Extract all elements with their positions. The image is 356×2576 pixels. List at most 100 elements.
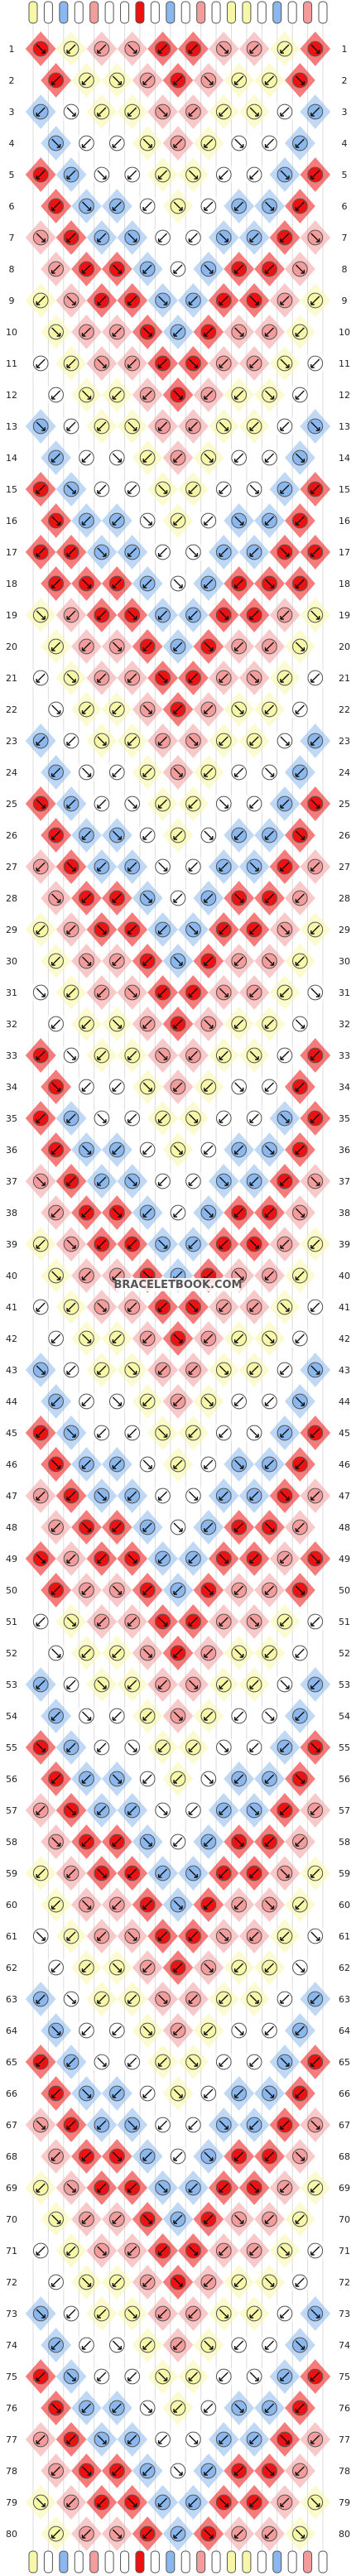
- knot-arrow-icon: [188, 925, 199, 935]
- knot-arrow-icon: [264, 75, 275, 85]
- row-number-left: 73: [6, 2309, 17, 2319]
- knot-arrow-icon: [188, 1491, 199, 1501]
- knot-arrow-icon: [157, 988, 168, 997]
- row-number-left: 21: [6, 673, 17, 684]
- knot-arrow-icon: [219, 736, 229, 746]
- row-number-left: 12: [6, 390, 17, 401]
- knot-arrow-icon: [66, 2183, 76, 2193]
- knot-arrow-icon: [36, 1680, 46, 1689]
- knot-arrow-icon: [157, 170, 168, 180]
- knot-arrow-icon: [280, 736, 290, 746]
- knot-arrow-icon: [127, 547, 137, 557]
- row-number-right: 75: [339, 2372, 350, 2382]
- knot-arrow-icon: [66, 170, 76, 180]
- knot-arrow-icon: [112, 75, 123, 85]
- knot-arrow-icon: [81, 579, 92, 589]
- knot-arrow-icon: [36, 1994, 46, 2004]
- knot-arrow-icon: [204, 704, 214, 714]
- knot-arrow-icon: [173, 1334, 183, 1343]
- knot-arrow-icon: [112, 1522, 122, 1532]
- row-number-right: 55: [339, 1742, 350, 1753]
- knot-arrow-icon: [66, 988, 76, 997]
- bottom-strand-end: [166, 2550, 176, 2574]
- knot-arrow-icon: [219, 1805, 229, 1815]
- knot-arrow-icon: [310, 1554, 320, 1564]
- row-number-left: 68: [6, 2151, 17, 2162]
- knot-arrow-icon: [310, 2372, 320, 2381]
- knot-arrow-icon: [81, 2340, 91, 2350]
- knot-arrow-icon: [219, 862, 229, 872]
- row-number-right: 47: [339, 1491, 350, 1502]
- knot-arrow-icon: [51, 1711, 61, 1721]
- row-number-left: 64: [6, 2026, 17, 2036]
- bottom-strand-end: [89, 2550, 99, 2574]
- knot-arrow-icon: [66, 2057, 76, 2067]
- knot-arrow-icon: [142, 2529, 152, 2539]
- knot-arrow-icon: [127, 1554, 137, 1564]
- knot-arrow-icon: [188, 44, 198, 54]
- top-strand-end: [166, 1, 176, 24]
- knot-arrow-icon: [142, 2403, 152, 2413]
- knot-arrow-icon: [188, 358, 199, 368]
- row-number-right: 1: [342, 44, 348, 55]
- knot-arrow-icon: [97, 1805, 107, 1815]
- knot-arrow-icon: [142, 390, 152, 400]
- knot-arrow-icon: [66, 2434, 76, 2444]
- knot-arrow-icon: [36, 1491, 46, 1501]
- knot-arrow-icon: [36, 1365, 46, 1375]
- knot-arrow-icon: [204, 1711, 214, 1721]
- row-number-right: 63: [339, 1994, 350, 2005]
- knot-arrow-icon: [66, 862, 76, 872]
- knot-arrow-icon: [310, 925, 320, 935]
- knot-arrow-icon: [204, 2026, 214, 2035]
- row-number-left: 17: [6, 547, 17, 558]
- row-number-left: 34: [6, 1082, 17, 1093]
- knot-arrow-icon: [127, 1994, 137, 2004]
- row-number-right: 51: [339, 1617, 350, 1627]
- knot-arrow-icon: [219, 2183, 229, 2193]
- knot-arrow-icon: [66, 296, 76, 305]
- knot-arrow-icon: [112, 138, 122, 148]
- knot-arrow-icon: [97, 610, 107, 620]
- knot-arrow-icon: [188, 1868, 199, 1878]
- knot-arrow-icon: [51, 956, 61, 966]
- knot-arrow-icon: [233, 390, 244, 400]
- knot-arrow-icon: [249, 1239, 259, 1249]
- knot-arrow-icon: [310, 547, 320, 557]
- knot-arrow-icon: [66, 799, 76, 809]
- knot-arrow-icon: [66, 1428, 76, 1438]
- knot-arrow-icon: [265, 2466, 275, 2476]
- knot-arrow-icon: [249, 107, 259, 117]
- row-number-left: 80: [6, 2529, 17, 2540]
- knot-arrow-icon: [249, 610, 259, 620]
- knot-arrow-icon: [310, 1050, 320, 1060]
- knot-arrow-icon: [157, 925, 168, 935]
- knot-arrow-icon: [233, 1774, 244, 1784]
- knot-arrow-icon: [112, 1019, 123, 1029]
- top-strand-end: [272, 1, 282, 24]
- knot-arrow-icon: [204, 1396, 214, 1406]
- knot-arrow-icon: [204, 1082, 214, 1092]
- knot-arrow-icon: [173, 642, 183, 651]
- bottom-strand-end: [150, 2550, 160, 2574]
- knot-arrow-icon: [204, 2403, 214, 2413]
- knot-arrow-icon: [51, 1396, 61, 1406]
- knot-arrow-icon: [295, 2403, 305, 2413]
- row-number-left: 31: [6, 988, 17, 998]
- knot-arrow-icon: [51, 2151, 61, 2161]
- knot-arrow-icon: [36, 1428, 46, 1438]
- row-number-right: 22: [339, 704, 350, 715]
- knot-arrow-icon: [97, 2309, 107, 2319]
- knot-arrow-icon: [66, 1491, 76, 1501]
- row-number-right: 73: [339, 2309, 350, 2319]
- knot-arrow-icon: [280, 44, 290, 54]
- knot-arrow-icon: [36, 547, 46, 557]
- knot-arrow-icon: [233, 2466, 244, 2476]
- knot-arrow-icon: [219, 1994, 229, 2004]
- knot-arrow-icon: [219, 1365, 229, 1375]
- knot-arrow-icon: [51, 579, 61, 589]
- knot-arrow-icon: [36, 421, 46, 431]
- knot-arrow-icon: [280, 233, 290, 243]
- knot-arrow-icon: [66, 1176, 76, 1186]
